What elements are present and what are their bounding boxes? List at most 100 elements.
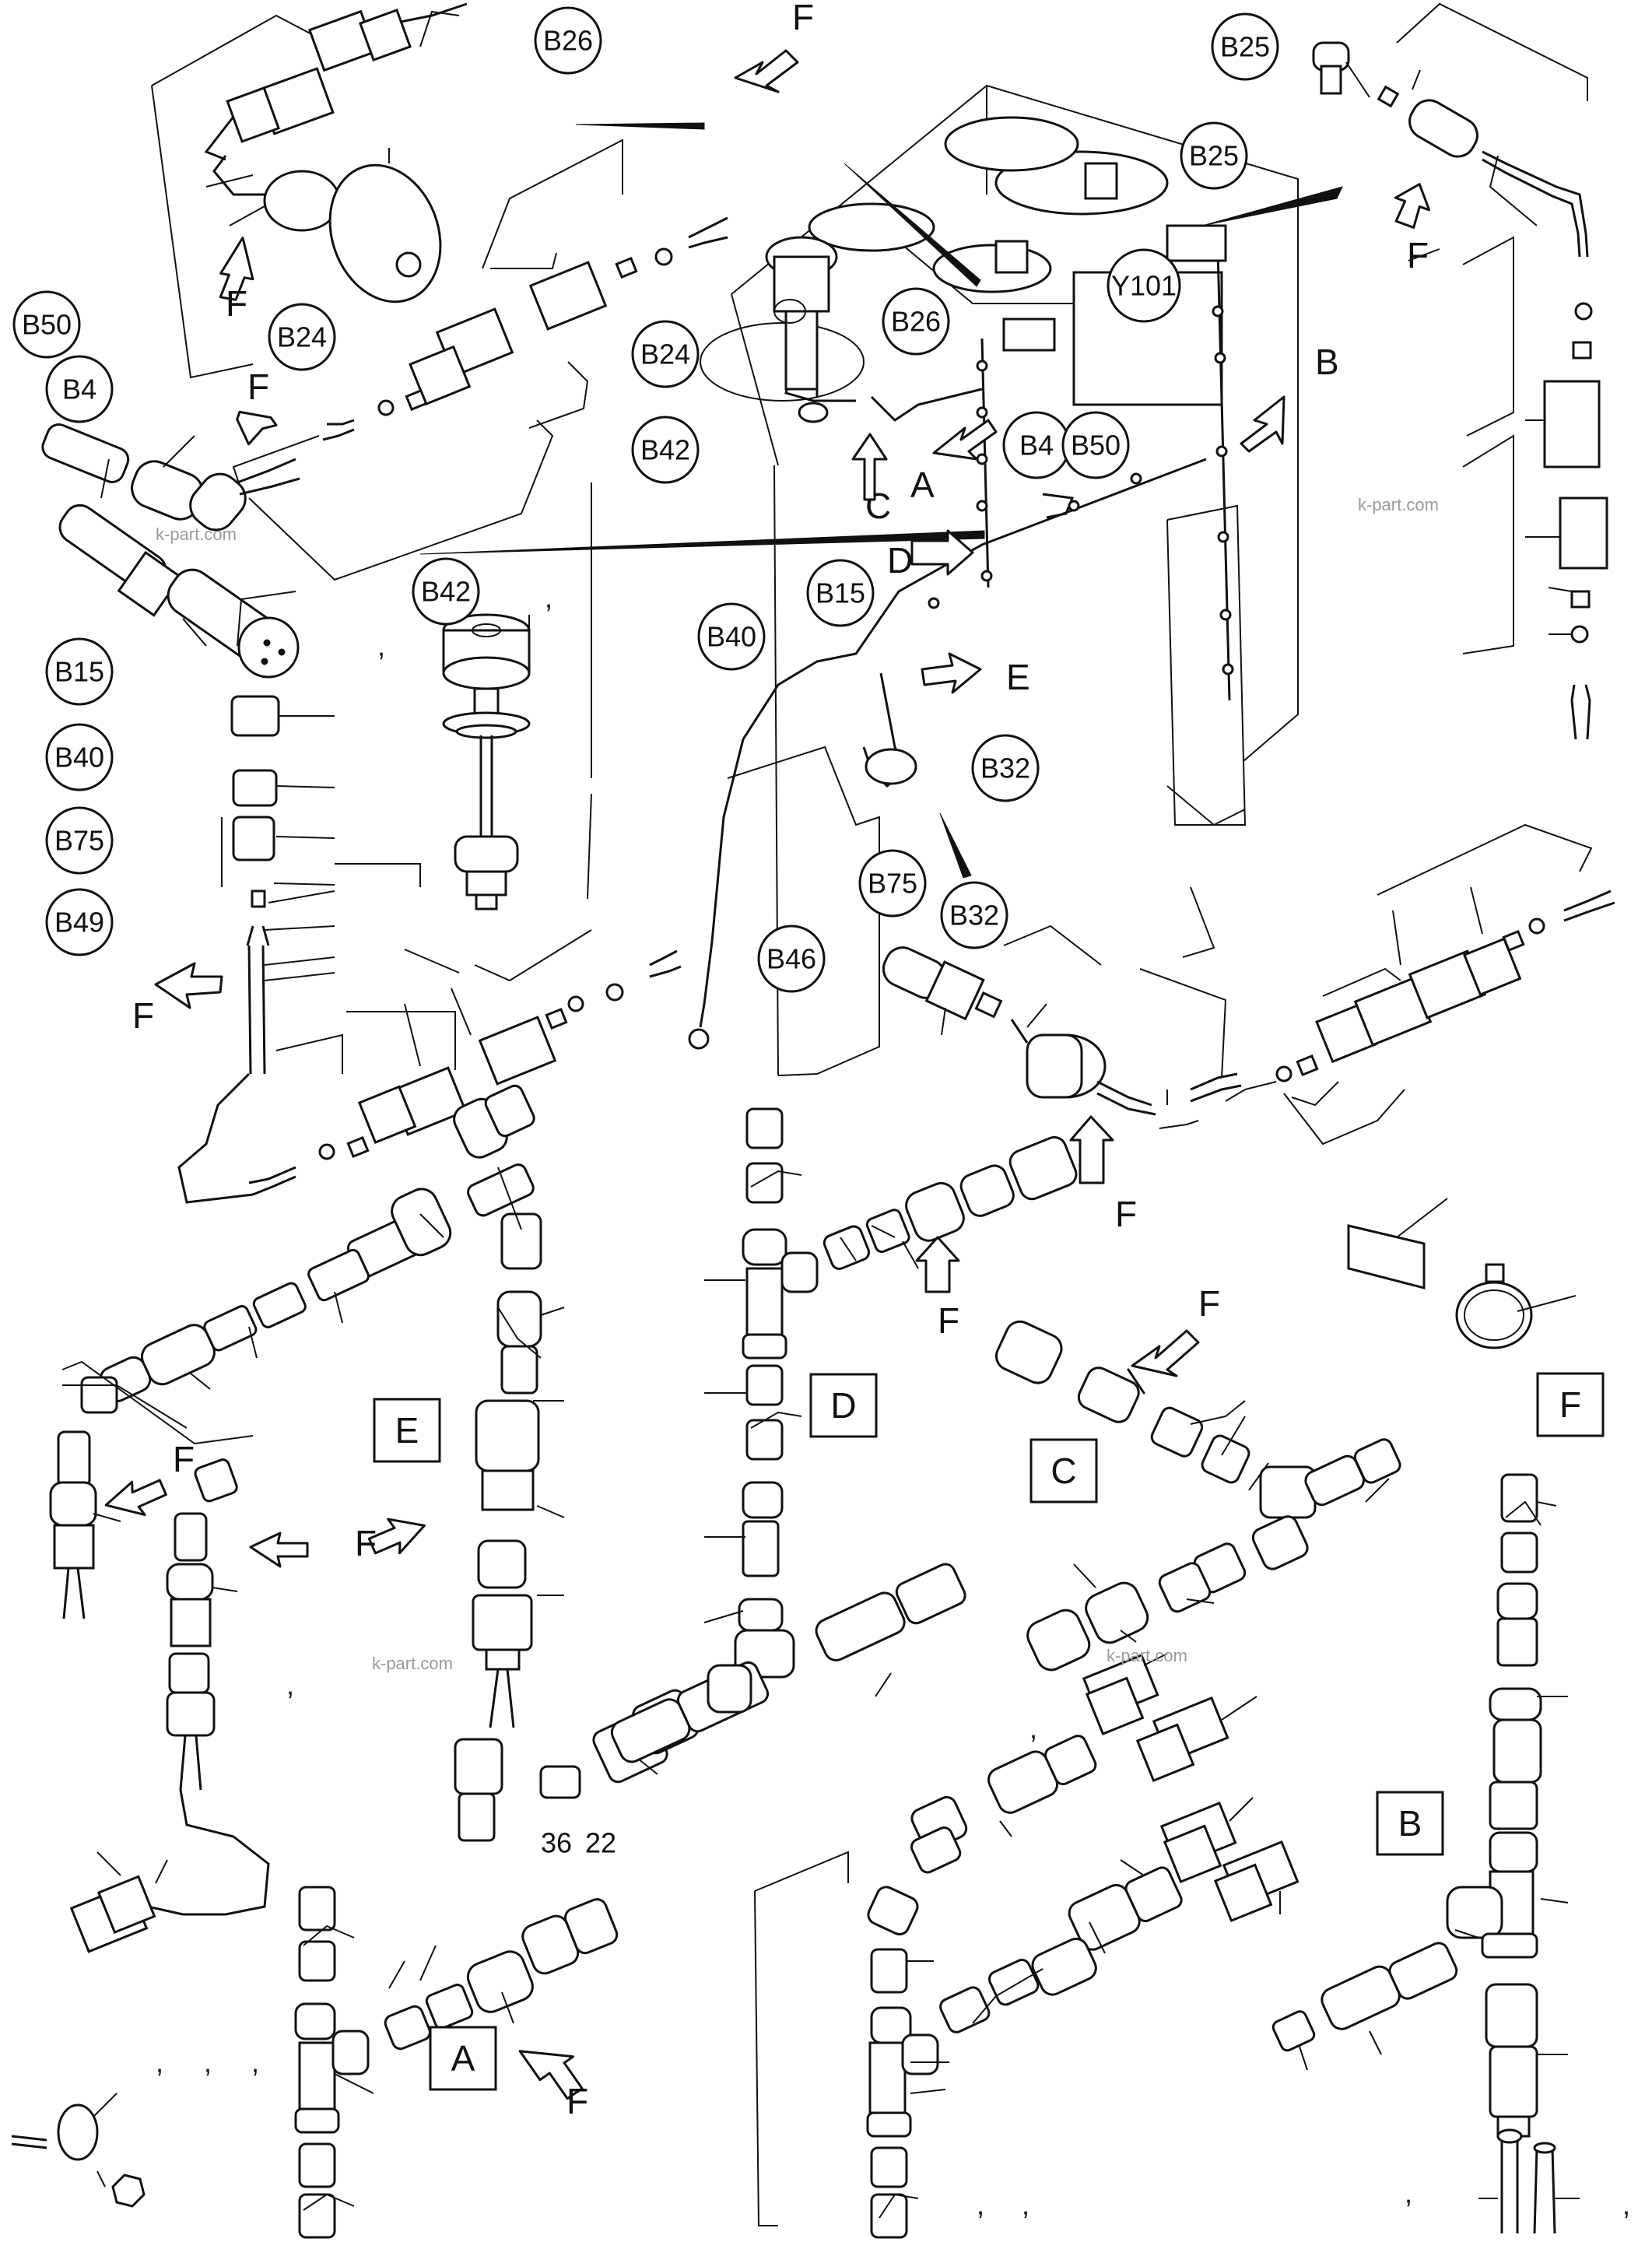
callout-b49-left: B49 xyxy=(45,888,114,956)
comma-mark: , xyxy=(1622,2189,1630,2221)
callout-circle xyxy=(940,881,1008,949)
callout-b75-mid: B75 xyxy=(858,849,927,918)
comma-mark: , xyxy=(1029,1713,1037,1745)
callout-label: B50 xyxy=(22,309,72,341)
callout-label: B25 xyxy=(1220,31,1270,63)
callout-circle xyxy=(45,806,114,875)
callout-circle xyxy=(45,637,114,706)
callout-circle xyxy=(45,888,114,956)
y101-connector xyxy=(1166,224,1227,262)
callout-label: B42 xyxy=(421,576,471,608)
callout-circle xyxy=(806,559,875,627)
callout-b15-mid: B15 xyxy=(806,559,875,627)
letter-a-mid: A xyxy=(910,465,935,505)
callout-circle xyxy=(631,320,700,388)
callout-label: B24 xyxy=(277,321,327,353)
callout-circle xyxy=(12,290,81,359)
callout-b46: B46 xyxy=(757,925,826,993)
comma-mark: , xyxy=(1405,2177,1412,2209)
letter-f-c: F xyxy=(1198,1283,1220,1324)
callout-label: B26 xyxy=(891,306,941,338)
letter-d-mid: D xyxy=(887,540,913,581)
section-box-label: D xyxy=(830,1385,856,1426)
leader-wedges xyxy=(419,122,1343,879)
watermark: k-part.com xyxy=(1358,495,1439,514)
callout-circle xyxy=(757,925,826,993)
b15-temperature-sensor xyxy=(58,503,421,1075)
tape-and-tie xyxy=(1347,1198,1577,1349)
comma-mark: , xyxy=(286,1669,294,1701)
callout-label: B42 xyxy=(640,434,690,466)
section-box-d: D xyxy=(809,1373,878,1438)
callout-b4-left: B4 xyxy=(45,355,114,423)
callout-circle xyxy=(268,303,336,371)
callout-label: Y101 xyxy=(1111,270,1177,302)
callout-circle xyxy=(971,734,1040,802)
comma-mark: , xyxy=(251,2047,259,2079)
callout-b26: B26 xyxy=(534,6,602,75)
comma-mark: , xyxy=(377,630,385,662)
callout-circle xyxy=(412,557,480,626)
callout-label: B15 xyxy=(54,656,104,688)
watermark: k-part.com xyxy=(156,525,237,544)
comma-mark: , xyxy=(156,2047,163,2079)
detail-a-fittings xyxy=(294,1886,619,2239)
callout-label: B4 xyxy=(62,374,96,405)
callout-label: B24 xyxy=(640,339,690,370)
callout-y101: Y101 xyxy=(1107,248,1181,323)
letter-f-top: F xyxy=(792,0,814,37)
callout-b40-mid: B40 xyxy=(697,602,766,671)
letter-f-e: F xyxy=(355,1523,377,1563)
part-number-22: 22 xyxy=(585,1827,616,1859)
callout-circle xyxy=(631,416,700,484)
watermark: k-part.com xyxy=(1107,1646,1187,1665)
callout-circle xyxy=(1180,121,1248,190)
section-box-label: C xyxy=(1050,1451,1076,1491)
detail-d-fittings xyxy=(610,1107,1078,1775)
tank-lid-2 xyxy=(932,244,1052,293)
letter-b-right: B xyxy=(1315,342,1339,382)
right-connector-chain xyxy=(1190,823,1615,1146)
callout-circle xyxy=(534,6,602,75)
detail-b-fittings xyxy=(754,1735,1183,2239)
top-left-harness xyxy=(151,2,468,379)
callout-circle xyxy=(882,287,950,356)
callout-circle xyxy=(1107,248,1181,323)
letter-f-a: F xyxy=(566,2081,588,2121)
callout-label: B4 xyxy=(1019,430,1054,461)
callout-label: B25 xyxy=(1189,140,1239,172)
letter-f-upper-left: F xyxy=(226,283,247,324)
lower-mid-harness xyxy=(882,925,1227,1184)
f-arrows xyxy=(734,49,1285,694)
commas-layer: ,,,,,,,,,,, xyxy=(156,582,1630,2221)
callout-label: B40 xyxy=(707,621,756,653)
letter-f-left-conn: F xyxy=(247,367,269,407)
tank-lid-4 xyxy=(944,116,1079,172)
callout-label: B75 xyxy=(868,868,917,900)
callout-circle xyxy=(858,849,927,918)
b42-level-sensor xyxy=(442,613,531,910)
comma-mark: , xyxy=(977,2189,984,2221)
section-box-frame xyxy=(429,2026,497,2091)
comma-mark: , xyxy=(545,582,552,614)
section-box-frame xyxy=(1029,1438,1098,1503)
detail-cb-connectors xyxy=(1082,1653,1300,1923)
callout-label: B26 xyxy=(543,25,593,57)
section-box-c: C xyxy=(1029,1438,1098,1503)
detail-b-right-column xyxy=(1271,1473,1580,2234)
callout-b26-mid: B26 xyxy=(882,287,950,356)
callout-b32-mid: B32 xyxy=(971,734,1040,802)
letter-f-d: F xyxy=(938,1300,959,1341)
callout-circle xyxy=(1211,12,1279,81)
detail-e-left-branch xyxy=(49,1360,426,1953)
comma-mark: , xyxy=(204,2047,212,2079)
callout-label: B32 xyxy=(949,900,999,932)
callout-label: B75 xyxy=(54,825,104,857)
section-box-frame xyxy=(1536,1372,1605,1437)
callout-b42-mid: B42 xyxy=(631,416,700,484)
callout-b15-left: B15 xyxy=(45,637,114,706)
callout-b42-detail: B42 xyxy=(412,557,480,626)
